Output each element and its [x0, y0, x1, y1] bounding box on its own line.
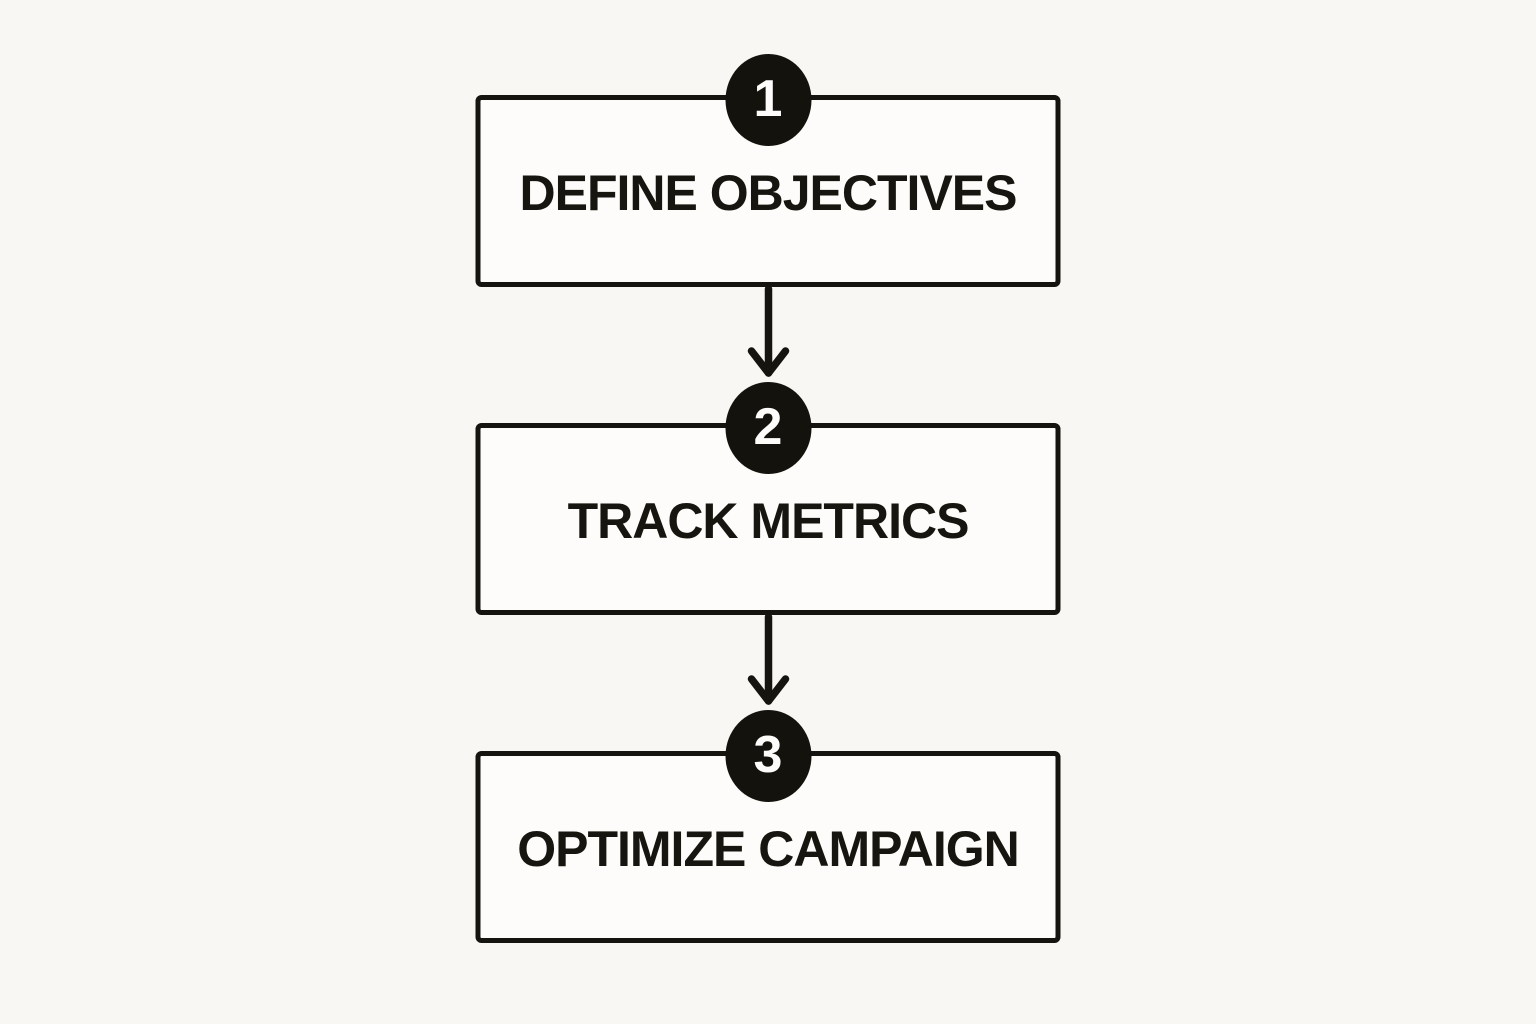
step-label: OPTIMIZE CAMPAIGN — [517, 821, 1020, 877]
step-number: 1 — [753, 70, 783, 128]
step-number-badge: 1 — [725, 54, 811, 146]
step-number: 3 — [753, 726, 783, 784]
step-number-badge: 3 — [725, 710, 811, 802]
step-box-optimize-campaign: 3 OPTIMIZE CAMPAIGN — [475, 710, 1061, 943]
step-box-define-objectives: 1 DEFINE OBJECTIVES — [475, 54, 1061, 287]
step-box-track-metrics: 2 TRACK METRICS — [475, 382, 1061, 615]
arrow-down-icon — [747, 615, 789, 705]
flowchart-column: 1 DEFINE OBJECTIVES 2 TRACK METRICS 3 O — [475, 0, 1061, 943]
step-number-badge: 2 — [725, 382, 811, 474]
arrow-down-icon — [747, 287, 789, 377]
step-number: 2 — [753, 398, 783, 456]
step-label: TRACK METRICS — [567, 493, 970, 549]
step-label: DEFINE OBJECTIVES — [519, 165, 1018, 221]
